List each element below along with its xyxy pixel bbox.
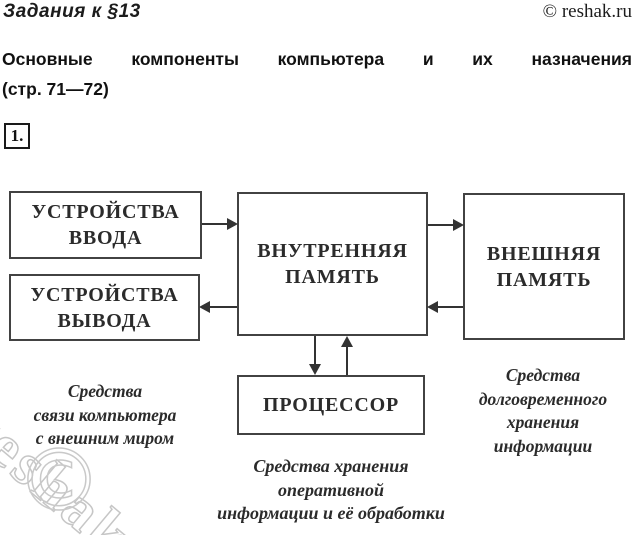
arrow-head-right-icon [227,218,238,230]
arrow-head-down-icon [309,364,321,375]
caption-internal-memory-processor: Средства хранения оперативной информации… [217,456,445,523]
arrow-head-left-icon [199,301,210,313]
box-output-devices: УСТРОЙСТВА ВЫВОДА [9,274,200,341]
caption-io-devices: Средства связи компьютера с внешним миро… [33,381,177,448]
page-title-line1: Основные компоненты компьютера и их назн… [2,49,632,69]
arrow-line [436,306,463,308]
arrow-line [428,224,455,226]
copyright-note: © reshak.ru [542,1,632,22]
arrow-head-up-icon [341,336,353,347]
section-heading: Задания к §13 [3,1,141,22]
box-external-memory: ВНЕШНЯЯ ПАМЯТЬ [463,193,625,340]
page-title: Основные компоненты компьютера и их назн… [2,44,632,104]
task-number-badge: 1. [4,123,30,149]
box-internal-memory: ВНУТРЕННЯЯ ПАМЯТЬ [237,192,428,336]
caption-external-memory: Средства долговременного хранения информ… [478,365,608,456]
arrow-head-right-icon [453,219,464,231]
box-processor: ПРОЦЕССОР [237,375,425,435]
arrow-line [202,223,229,225]
arrow-line [314,336,316,366]
page-title-line2: (стр. 71—72) [2,79,109,99]
arrow-line [209,306,237,308]
box-input-devices: УСТРОЙСТВА ВВОДА [9,191,202,259]
arrow-head-left-icon [427,301,438,313]
copyright-watermark-icon: © [15,431,103,531]
arrow-line [346,346,348,375]
